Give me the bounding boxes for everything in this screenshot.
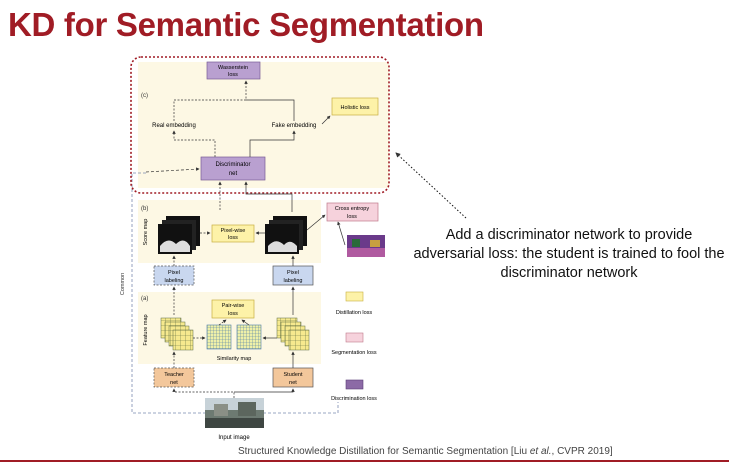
annotation-text: Add a discriminator network to provide a… [413, 227, 725, 281]
bottom-rule [0, 460, 729, 462]
citation-suffix: , CVPR 2019] [551, 446, 613, 457]
pair-wise-loss-line2: loss [228, 311, 238, 317]
teacher-pixel-labeling-box [153, 265, 195, 286]
discriminator-highlight [130, 56, 390, 194]
citation-italic: et al. [529, 446, 552, 457]
cross-entropy-loss-box [326, 202, 379, 222]
feature-map-label: Feature map [143, 314, 149, 345]
legend: Distillation loss Segmentation loss Disc… [331, 291, 377, 402]
section-b-label: (b) [141, 206, 148, 212]
legend-label-distillation: Distillation loss [336, 310, 373, 316]
student-score-maps [265, 216, 307, 254]
student-net-line1: Student [284, 372, 303, 378]
pair-wise-loss-line1: Pair-wise [222, 303, 245, 309]
cross-entropy-line1: Cross entropy [335, 206, 369, 212]
input-image-label: Input image [218, 435, 250, 441]
teacher-pixel-labeling-line2: labeling [165, 278, 184, 284]
annotation-pointer [395, 152, 467, 219]
pixel-wise-loss-box [211, 224, 255, 243]
legend-label-segmentation: Segmentation loss [331, 350, 376, 356]
pixel-wise-loss-line1: Pixel-wise [221, 228, 246, 234]
student-feature-maps [276, 317, 310, 351]
discriminator-net-line1: Discriminator [215, 162, 250, 168]
side-label: Common [120, 273, 126, 295]
wasserstein-loss-box [206, 61, 261, 80]
slide-title: KD for Semantic Segmentation [8, 6, 484, 43]
legend-swatch-discrimination [345, 379, 364, 390]
input-image [205, 398, 264, 428]
section-a-label: (a) [141, 296, 148, 302]
section-c-label: (c) [141, 93, 148, 99]
holistic-loss-box [331, 97, 379, 116]
similarity-map-label: Similarity map [217, 356, 252, 362]
legend-label-discrimination: Discrimination loss [331, 396, 377, 402]
net-arrows [172, 351, 295, 398]
teacher-feature-maps [160, 317, 194, 351]
student-similarity-map [236, 324, 262, 350]
fake-embedding-label: Fake embedding [272, 123, 317, 129]
wasserstein-loss-line2: loss [228, 72, 238, 78]
student-net-line2: net [289, 380, 297, 386]
score-map-label: Score map [143, 219, 149, 246]
ground-truth-image [347, 235, 385, 257]
section-c-arrows [145, 80, 331, 212]
teacher-score-maps [158, 216, 200, 254]
teacher-net-line1: Teacher [164, 372, 184, 378]
discriminator-net-line2: net [229, 171, 238, 177]
pair-wise-loss-box [211, 299, 255, 319]
wasserstein-loss-line1: Wasserstein [218, 65, 248, 71]
discriminator-net-box [200, 156, 266, 181]
teacher-pixel-labeling-line1: Pixel [168, 270, 180, 276]
pixel-labeling-arrows [172, 255, 295, 315]
legend-swatch-distillation [345, 291, 364, 302]
teacher-net-line2: net [170, 380, 178, 386]
section-a-arrows [193, 319, 277, 340]
citation-prefix: Structured Knowledge Distillation for Se… [238, 446, 530, 457]
citation: Structured Knowledge Distillation for Se… [238, 446, 613, 457]
holistic-loss-label: Holistic loss [340, 105, 369, 111]
section-b-arrows [200, 214, 346, 246]
student-pixel-labeling-line1: Pixel [287, 270, 299, 276]
cross-entropy-line2: loss [347, 214, 357, 220]
student-pixel-labeling-line2: labeling [284, 278, 303, 284]
legend-swatch-segmentation [345, 332, 364, 343]
teacher-net-box [153, 367, 195, 388]
teacher-similarity-map [206, 324, 232, 350]
pixel-wise-loss-line2: loss [228, 235, 238, 241]
real-embedding-label: Real embedding [152, 123, 196, 129]
